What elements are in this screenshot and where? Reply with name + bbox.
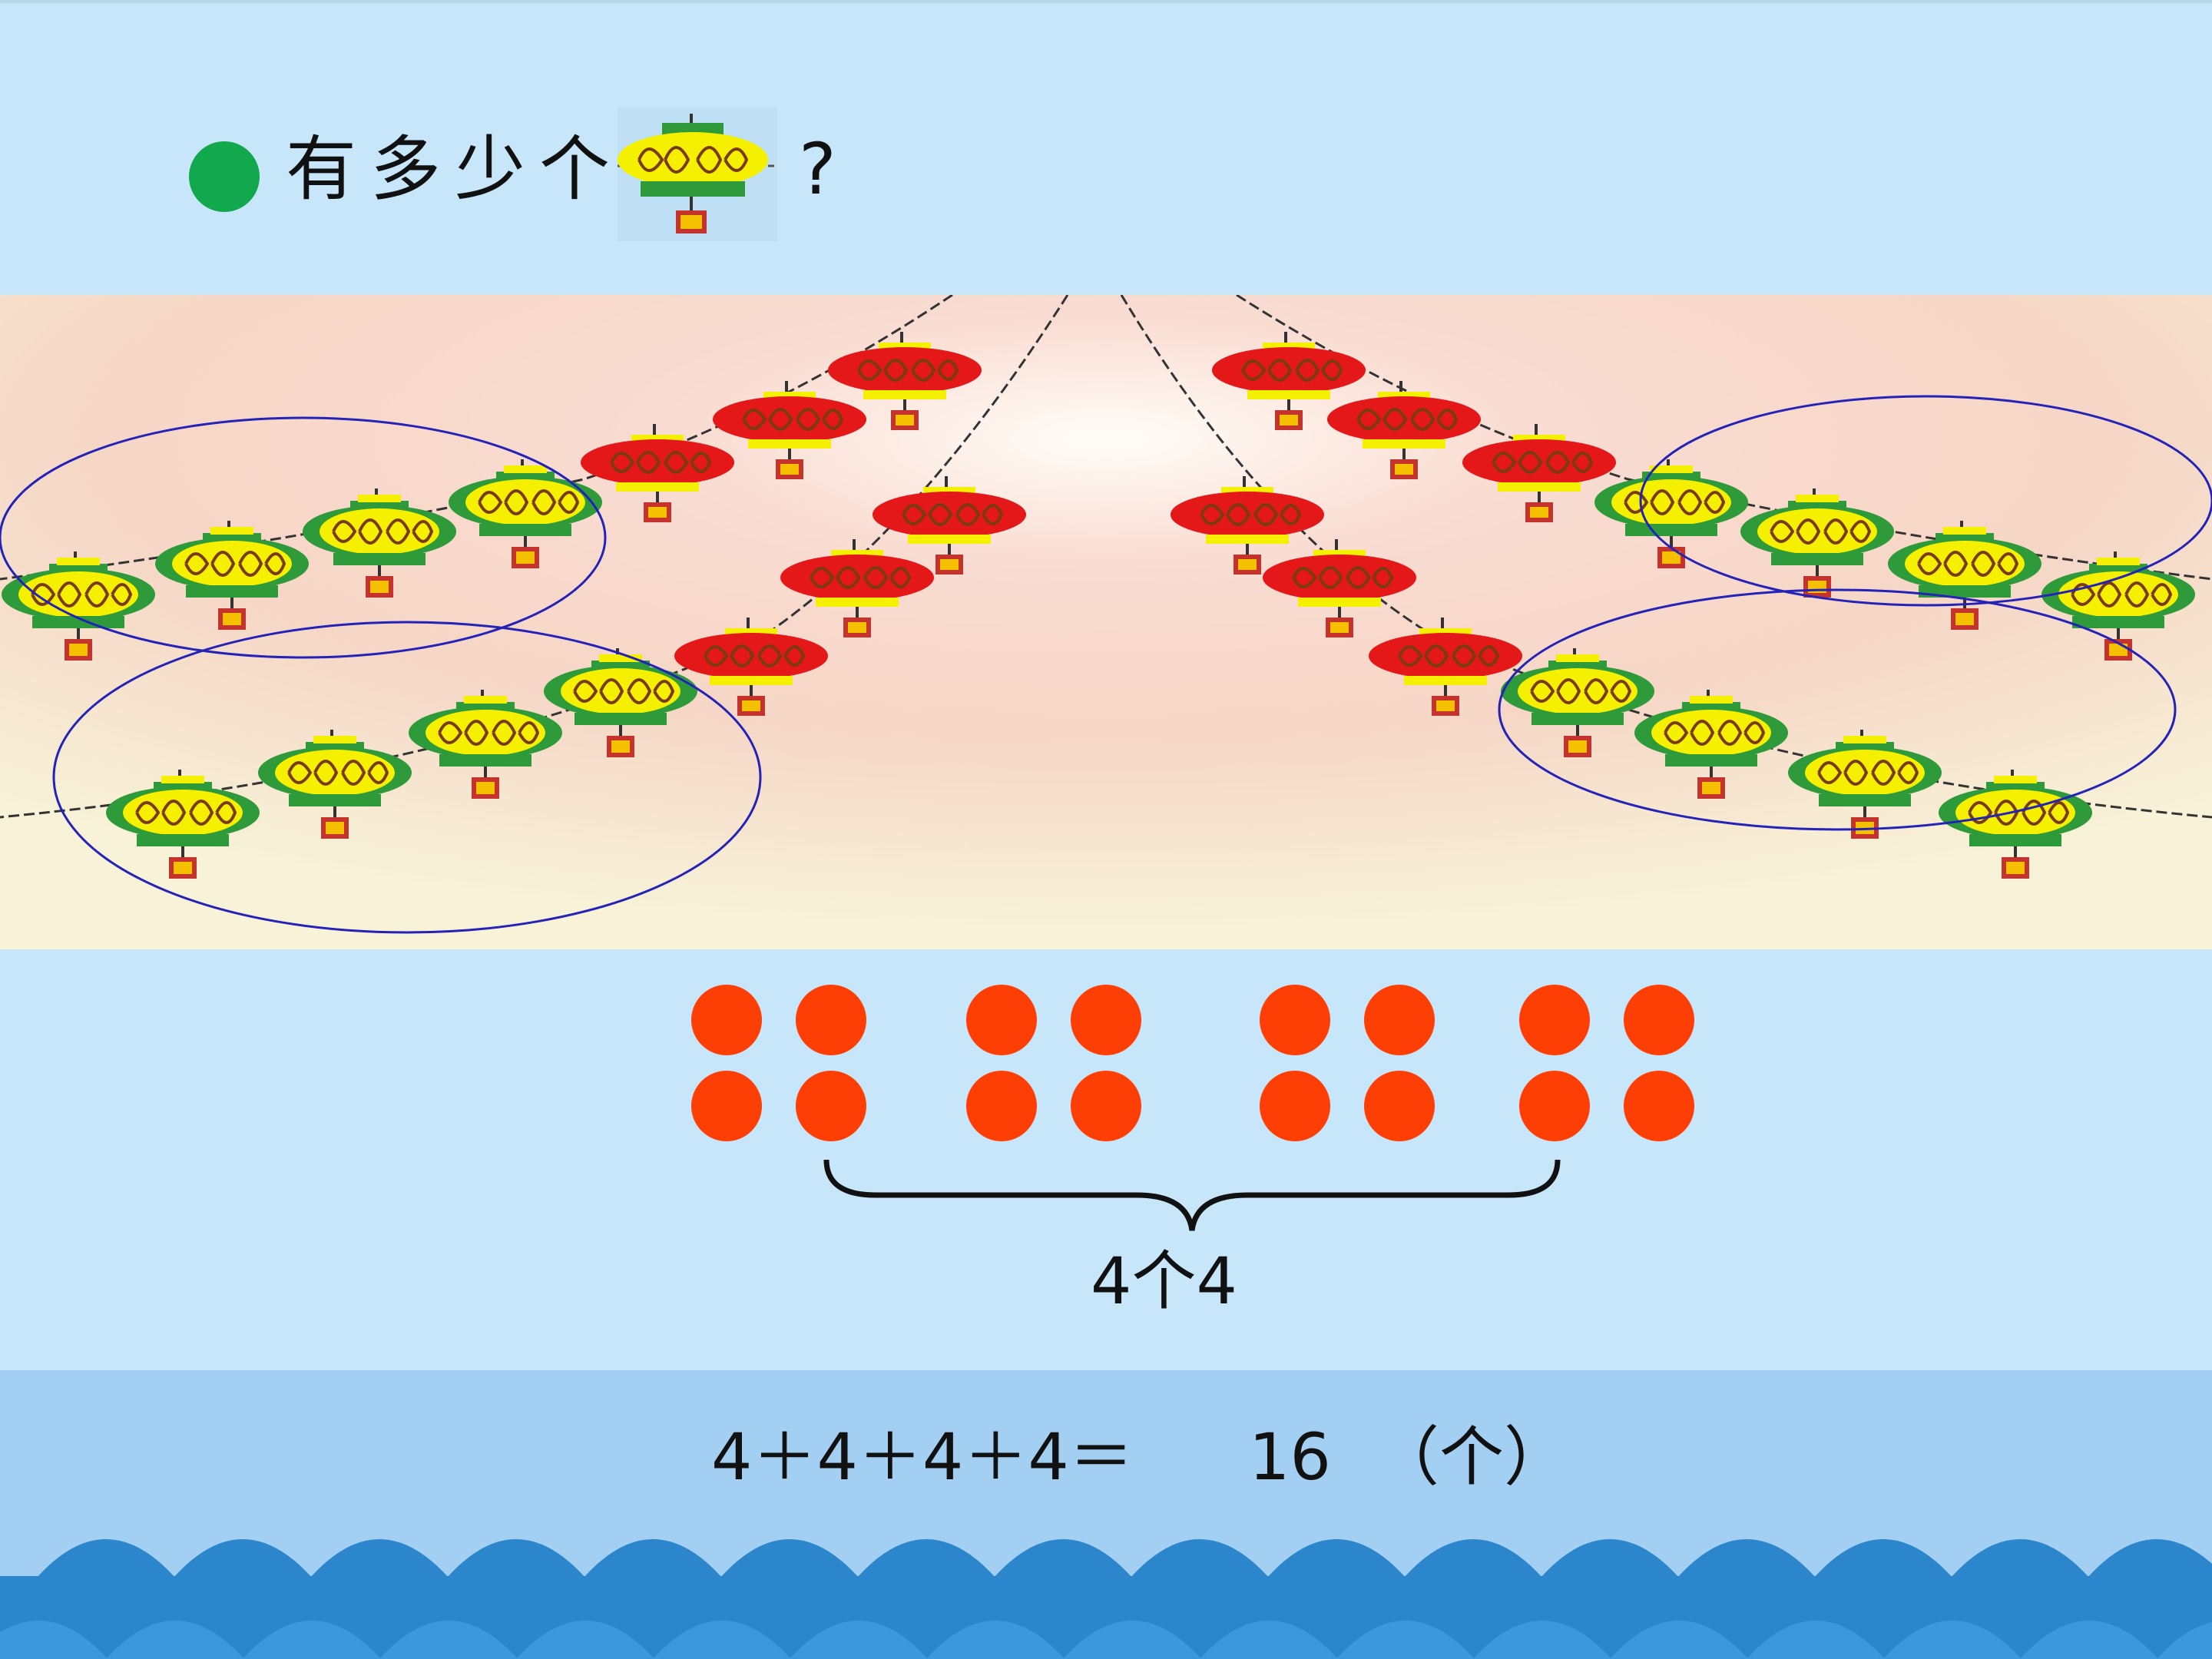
brace-label: 4个4 <box>1091 1243 1237 1319</box>
question-mark: ? <box>799 128 836 210</box>
equation-band <box>0 1370 2212 1659</box>
dot <box>691 985 762 1055</box>
group-outline-3 <box>1639 395 2212 607</box>
question-lantern-icon <box>618 108 777 241</box>
dot <box>1624 1071 1694 1141</box>
dot <box>1260 985 1330 1055</box>
question-text: 有多少个 <box>286 128 624 210</box>
group-outline-2 <box>52 621 762 934</box>
dot <box>1071 1071 1141 1141</box>
dot <box>1364 985 1435 1055</box>
group-outlines <box>0 395 2212 934</box>
dot <box>796 985 866 1055</box>
equation-unit: （个） <box>1375 1419 1569 1495</box>
equation-answer: 16 <box>1249 1419 1331 1495</box>
dot <box>796 1071 866 1141</box>
bullet-dot <box>189 141 260 212</box>
equation-expression: 4＋4＋4＋4＝ <box>711 1419 1134 1495</box>
dot <box>1519 985 1590 1055</box>
lantern-scene <box>0 293 2212 949</box>
dot <box>966 1071 1037 1141</box>
dot <box>1624 985 1694 1055</box>
dot <box>1260 1071 1330 1141</box>
dot <box>691 1071 762 1141</box>
dot <box>1519 1071 1590 1141</box>
dot <box>966 985 1037 1055</box>
group-outline-4 <box>1498 588 2177 831</box>
group-outline-1 <box>0 416 607 659</box>
dot <box>1364 1071 1435 1141</box>
question-band: 有多少个 ? <box>0 0 2212 295</box>
dot <box>1071 985 1141 1055</box>
